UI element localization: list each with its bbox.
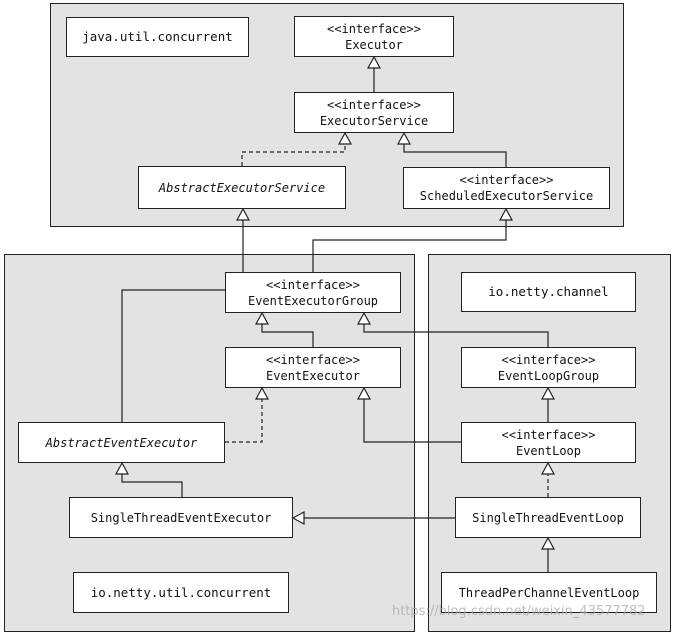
class-executor-service: <<interface>> ExecutorService <box>294 92 454 133</box>
package-label-java-util-concurrent: java.util.concurrent <box>66 17 249 57</box>
generalization-line <box>121 474 183 497</box>
hollow-arrowhead <box>254 311 270 325</box>
stereotype-label: <<interface>> <box>459 173 554 187</box>
generalization-line <box>261 324 314 347</box>
stereotype-label: <<interface>> <box>266 277 360 292</box>
hollow-arrowhead <box>291 510 305 526</box>
generalization-line <box>363 324 549 347</box>
realization-line <box>225 399 263 443</box>
hollow-arrowhead <box>254 386 270 400</box>
hollow-arrowhead <box>356 311 372 325</box>
generalization-line <box>312 220 507 272</box>
hollow-arrowhead <box>540 386 556 400</box>
hollow-arrowhead <box>356 386 372 400</box>
generalization-line <box>363 399 461 443</box>
class-name: EventExecutorGroup <box>247 293 379 308</box>
package-name: io.netty.util.concurrent <box>90 584 272 600</box>
class-event-loop: <<interface>> EventLoop <box>461 422 636 463</box>
package-label-io-netty-util-concurrent: io.netty.util.concurrent <box>73 572 289 613</box>
class-event-loop-group: <<interface>> EventLoopGroup <box>461 347 636 388</box>
package-name: io.netty.channel <box>488 284 609 299</box>
hollow-arrowhead <box>540 536 556 550</box>
stereotype-label: <<interface>> <box>501 427 596 442</box>
stereotype-label: <<interface>> <box>327 97 421 112</box>
class-name: EventLoopGroup <box>497 368 600 383</box>
class-name: AbstractExecutorService <box>158 180 326 195</box>
stereotype-label: <<interface>> <box>501 352 596 367</box>
hollow-arrowhead <box>498 207 514 221</box>
hollow-arrowhead <box>396 131 412 145</box>
class-name: Executor <box>345 37 403 52</box>
class-abstract-executor-service: AbstractExecutorService <box>138 166 346 209</box>
class-single-thread-event-loop: SingleThreadEventLoop <box>455 497 641 538</box>
class-name: ExecutorService <box>319 113 429 128</box>
realization-line <box>241 144 346 166</box>
hollow-arrowhead <box>235 207 251 221</box>
stereotype-label: <<interface>> <box>327 21 421 36</box>
association-line <box>121 289 225 422</box>
stereotype-label: <<interface>> <box>266 352 360 367</box>
class-name: ScheduledExecutorService <box>419 189 594 203</box>
class-name: EventLoop <box>515 443 582 458</box>
class-executor: <<interface>> Executor <box>294 16 454 57</box>
class-name: EventExecutor <box>266 368 360 383</box>
package-label-io-netty-channel: io.netty.channel <box>461 272 636 312</box>
hollow-arrowhead <box>114 461 130 475</box>
generalization-line <box>403 144 507 167</box>
class-abstract-event-executor: AbstractEventExecutor <box>18 422 225 463</box>
class-name: AbstractEventExecutor <box>45 435 198 450</box>
package-name: java.util.concurrent <box>82 29 233 44</box>
class-name: SingleThreadEventExecutor <box>90 510 272 525</box>
class-thread-per-channel-event-loop: ThreadPerChannelEventLoop <box>441 572 657 613</box>
class-name: SingleThreadEventLoop <box>472 510 624 525</box>
class-name: ThreadPerChannelEventLoop <box>458 585 640 600</box>
hollow-arrowhead <box>540 461 556 475</box>
hollow-arrowhead <box>366 55 382 69</box>
class-scheduled-executor-service: <<interface>> ScheduledExecutorService <box>403 167 610 209</box>
hollow-arrowhead <box>337 131 353 145</box>
class-single-thread-event-executor: SingleThreadEventExecutor <box>69 497 293 538</box>
watermark-text: https://blog.csdn.net/weixin_43577782 <box>392 604 646 619</box>
class-event-executor-group: <<interface>> EventExecutorGroup <box>225 272 401 313</box>
class-event-executor: <<interface>> EventExecutor <box>225 347 401 388</box>
